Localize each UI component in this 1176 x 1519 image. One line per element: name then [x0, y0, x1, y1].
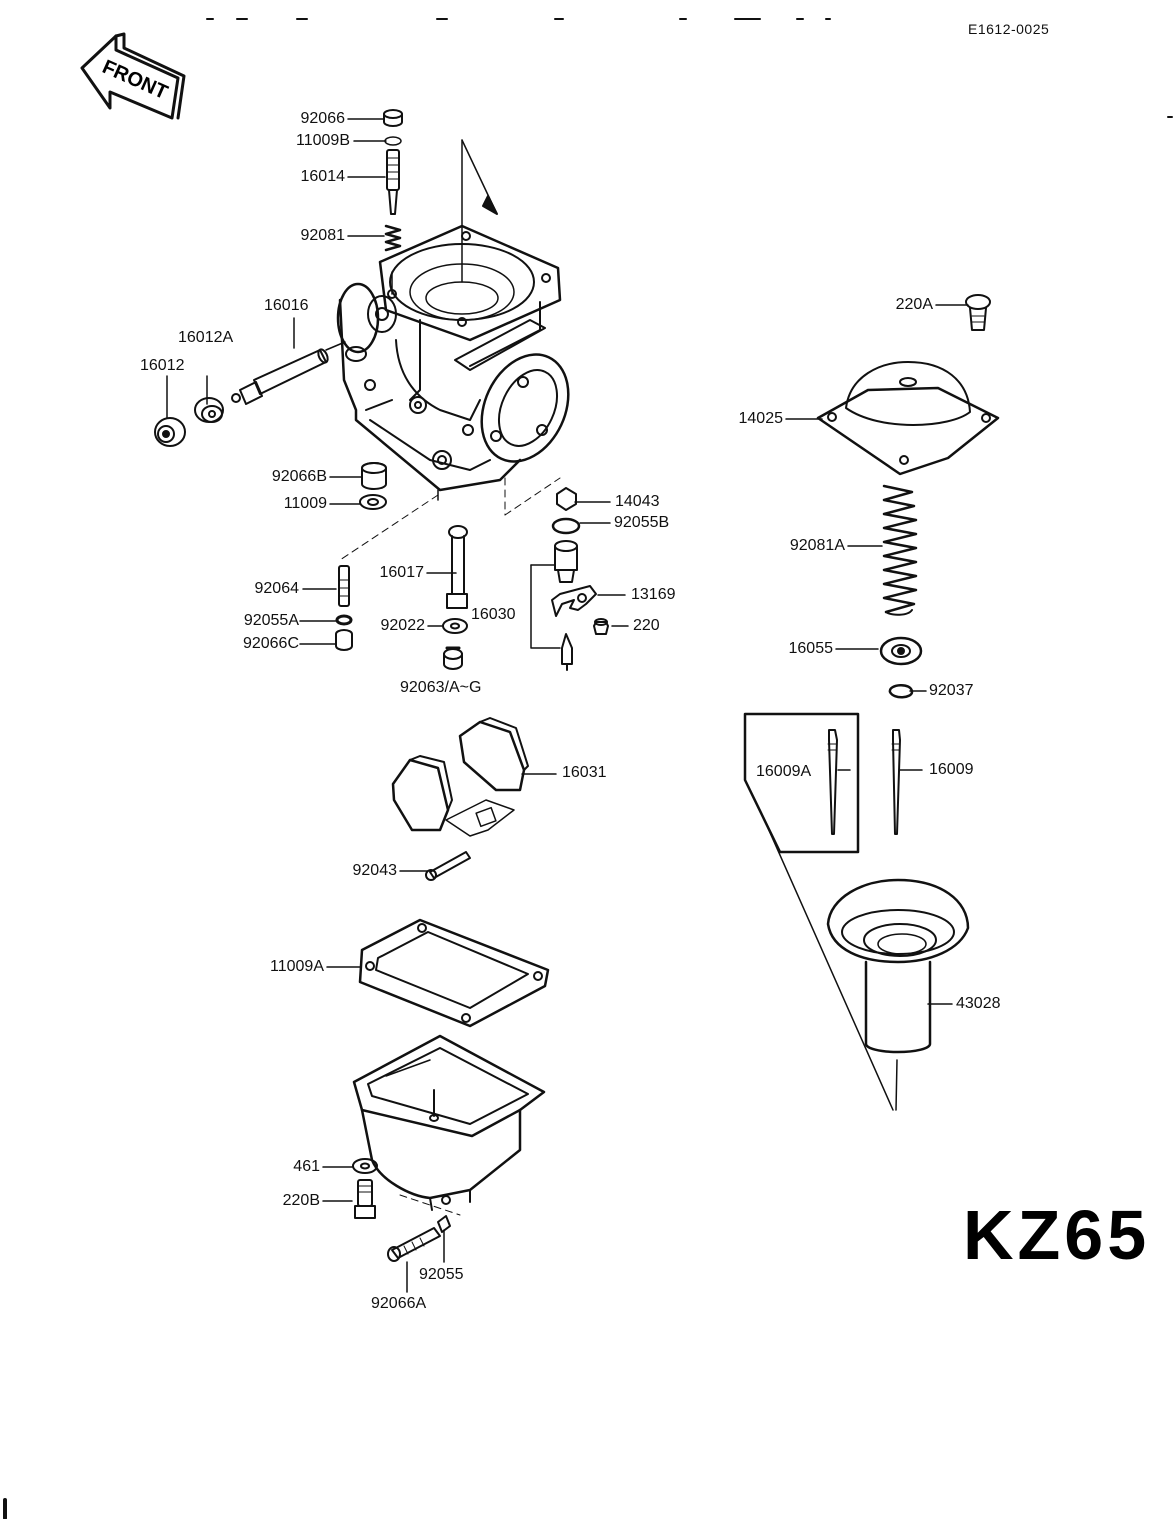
part-label-220: 220 — [633, 617, 660, 634]
part-label-16031: 16031 — [562, 764, 607, 781]
part-label-16055: 16055 — [788, 640, 834, 657]
float-valve-assembly — [551, 487, 609, 671]
part-label-220A: 220A — [895, 296, 933, 313]
part-label-92064: 92064 — [254, 580, 300, 597]
part-label-92066B: 92066B — [271, 468, 327, 485]
part-label-92022: 92022 — [380, 617, 426, 634]
part-label-92066C: 92066C — [242, 635, 299, 652]
part-label-11009: 11009 — [283, 495, 327, 512]
part-label-92081A: 92081A — [789, 537, 845, 554]
part-label-11009B: 11009B — [296, 132, 350, 149]
part-label-220B: 220B — [282, 1192, 320, 1209]
part-label-92063: 92063/A~G — [400, 679, 482, 696]
part-label-16012: 16012 — [140, 357, 185, 374]
document-code: E1612-0025 — [968, 21, 1050, 37]
part-label-92081: 92081 — [300, 227, 346, 244]
part-label-13169: 13169 — [631, 586, 676, 603]
float-bowl — [352, 1034, 546, 1262]
part-label-92037: 92037 — [929, 682, 974, 699]
part-label-16009: 16009 — [929, 761, 974, 778]
jet-cluster — [335, 462, 468, 670]
model-mark: KZ65 — [963, 1196, 1151, 1274]
part-label-14025: 14025 — [738, 410, 784, 427]
gasket — [358, 918, 550, 1028]
part-label-92055B: 92055B — [614, 514, 670, 531]
part-label-14043: 14043 — [615, 493, 660, 510]
part-label-43028: 43028 — [956, 995, 1001, 1012]
part-label-16009A: 16009A — [756, 763, 812, 780]
part-label-461: 461 — [293, 1158, 320, 1175]
part-label-92066: 92066 — [300, 110, 346, 127]
part-label-11009A: 11009A — [270, 958, 324, 975]
vacuum-piston-assembly — [743, 294, 1000, 1111]
part-label-16030: 16030 — [471, 606, 516, 623]
part-label-16012A: 16012A — [178, 329, 234, 346]
scan-artifacts — [3, 18, 1173, 1519]
part-label-92066A: 92066A — [371, 1295, 427, 1312]
front-arrow-icon: FRONT — [80, 32, 186, 120]
pilot-screw-stack — [383, 109, 403, 252]
float-assembly — [391, 717, 529, 881]
part-label-16017: 16017 — [379, 564, 425, 581]
part-label-92043: 92043 — [352, 862, 398, 879]
carburetor-body — [336, 139, 570, 501]
assembly-lines — [339, 477, 561, 1216]
choke-plunger — [154, 341, 346, 447]
part-label-16016: 16016 — [264, 297, 309, 314]
part-label-92055: 92055 — [419, 1266, 464, 1283]
leader-lines — [166, 118, 969, 1293]
part-label-16014: 16014 — [300, 168, 346, 185]
part-label-92055A: 92055A — [243, 612, 299, 629]
